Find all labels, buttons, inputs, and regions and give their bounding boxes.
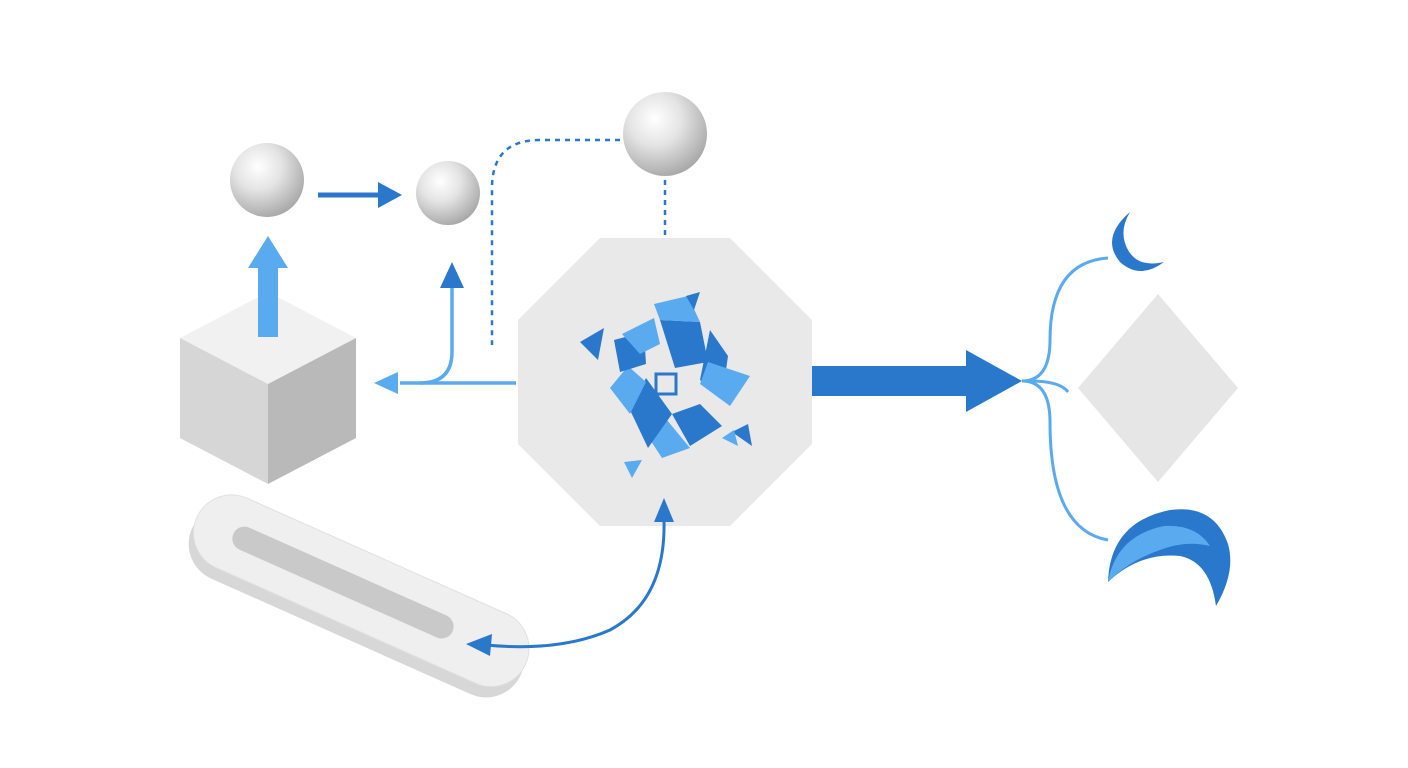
dotted-loop-connector — [490, 138, 620, 345]
output-branch-connector — [1021, 256, 1109, 542]
crescent-small-icon — [1112, 212, 1164, 271]
cube-to-sphere-arrow — [248, 236, 288, 337]
tray-node — [188, 494, 530, 698]
hub-to-output-arrow — [812, 350, 1022, 412]
hub-to-cube-connector — [374, 262, 516, 394]
crescent-large-icon — [1108, 509, 1231, 606]
cube-node — [180, 292, 356, 484]
output-diamond-node — [1078, 294, 1238, 482]
sphere-middle-node — [416, 161, 480, 225]
hub-node — [518, 238, 812, 526]
tray-hub-connector — [466, 498, 674, 656]
fragmented-aperture-icon — [580, 292, 752, 478]
sphere-left-node — [230, 143, 304, 217]
sphere-top-node — [623, 92, 707, 176]
sphere-to-sphere-arrow — [318, 182, 402, 208]
